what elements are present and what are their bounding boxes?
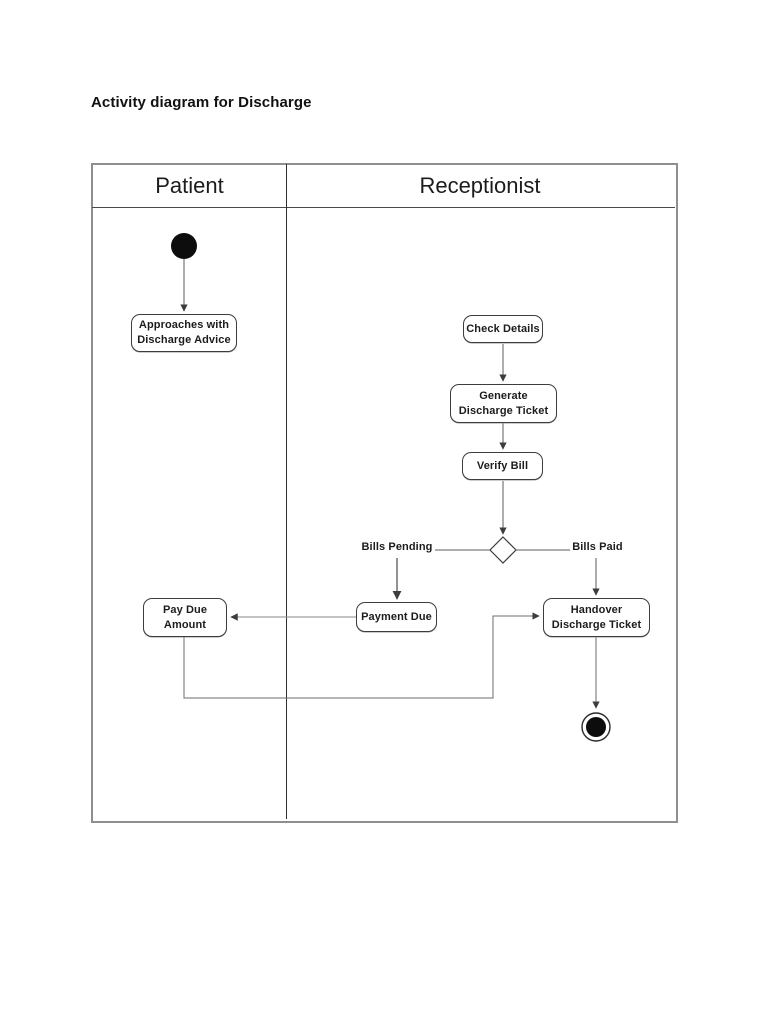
- lane-label-receptionist: Receptionist: [419, 172, 541, 198]
- lane-header-receptionist: Receptionist: [286, 163, 674, 208]
- action-approaches-with-discharge-advice: Approaches with Discharge Advice: [131, 314, 237, 352]
- action-label: Handover Discharge Ticket: [551, 603, 642, 631]
- action-label: Check Details: [466, 322, 540, 335]
- initial-node: [171, 233, 197, 259]
- swimlane-frame: [91, 163, 678, 823]
- branch-label-bills-paid: Bills Paid: [572, 541, 623, 553]
- action-label: Generate Discharge Ticket: [458, 389, 549, 417]
- action-handover-discharge-ticket: Handover Discharge Ticket: [543, 598, 650, 637]
- final-node-core: [586, 717, 606, 737]
- action-check-details: Check Details: [463, 315, 543, 343]
- diagram-title: Activity diagram for Discharge: [91, 94, 312, 111]
- action-payment-due: Payment Due: [356, 602, 437, 632]
- lane-divider: [286, 164, 287, 819]
- action-verify-bill: Verify Bill: [462, 452, 543, 480]
- lane-header-underline: [92, 207, 675, 208]
- action-generate-discharge-ticket: Generate Discharge Ticket: [450, 384, 557, 423]
- lane-label-patient: Patient: [155, 172, 224, 198]
- action-label: Pay Due Amount: [162, 603, 208, 631]
- branch-label-bills-pending: Bills Pending: [361, 541, 433, 553]
- action-pay-due-amount: Pay Due Amount: [143, 598, 227, 637]
- action-label: Verify Bill: [476, 459, 529, 472]
- edge-paydue-handover: [183, 612, 540, 699]
- lane-header-patient: Patient: [93, 163, 286, 208]
- decision-diamond: [489, 536, 517, 564]
- action-label: Approaches with Discharge Advice: [137, 319, 231, 346]
- action-label: Payment Due: [361, 610, 432, 623]
